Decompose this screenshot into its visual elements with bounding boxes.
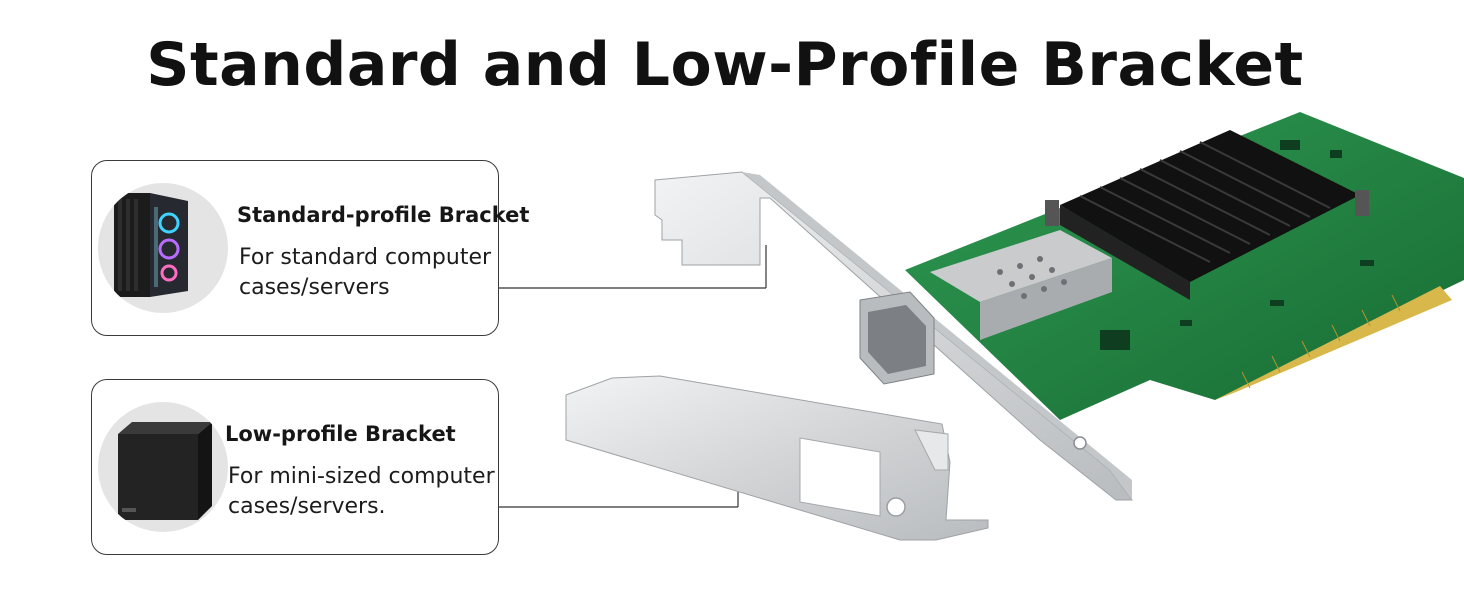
page-title: Standard and Low-Profile Bracket xyxy=(146,30,1304,100)
standard-profile-title: Standard-profile Bracket xyxy=(237,203,530,227)
tower-case-icon xyxy=(98,183,228,313)
low-profile-card: Low-profile Bracket For mini-sized compu… xyxy=(91,379,499,555)
standard-profile-description: For standard computer cases/servers xyxy=(239,245,492,300)
low-profile-description: For mini-sized computer cases/servers. xyxy=(228,464,495,519)
standard-profile-card: Standard-profile Bracket For standard co… xyxy=(91,160,529,336)
spring-screw xyxy=(1045,200,1059,226)
low-profile-bracket xyxy=(565,375,989,541)
low-profile-title: Low-profile Bracket xyxy=(225,422,456,446)
heatsink xyxy=(1060,130,1360,282)
mini-case-icon xyxy=(98,402,228,532)
gold-contacts xyxy=(1215,286,1452,400)
